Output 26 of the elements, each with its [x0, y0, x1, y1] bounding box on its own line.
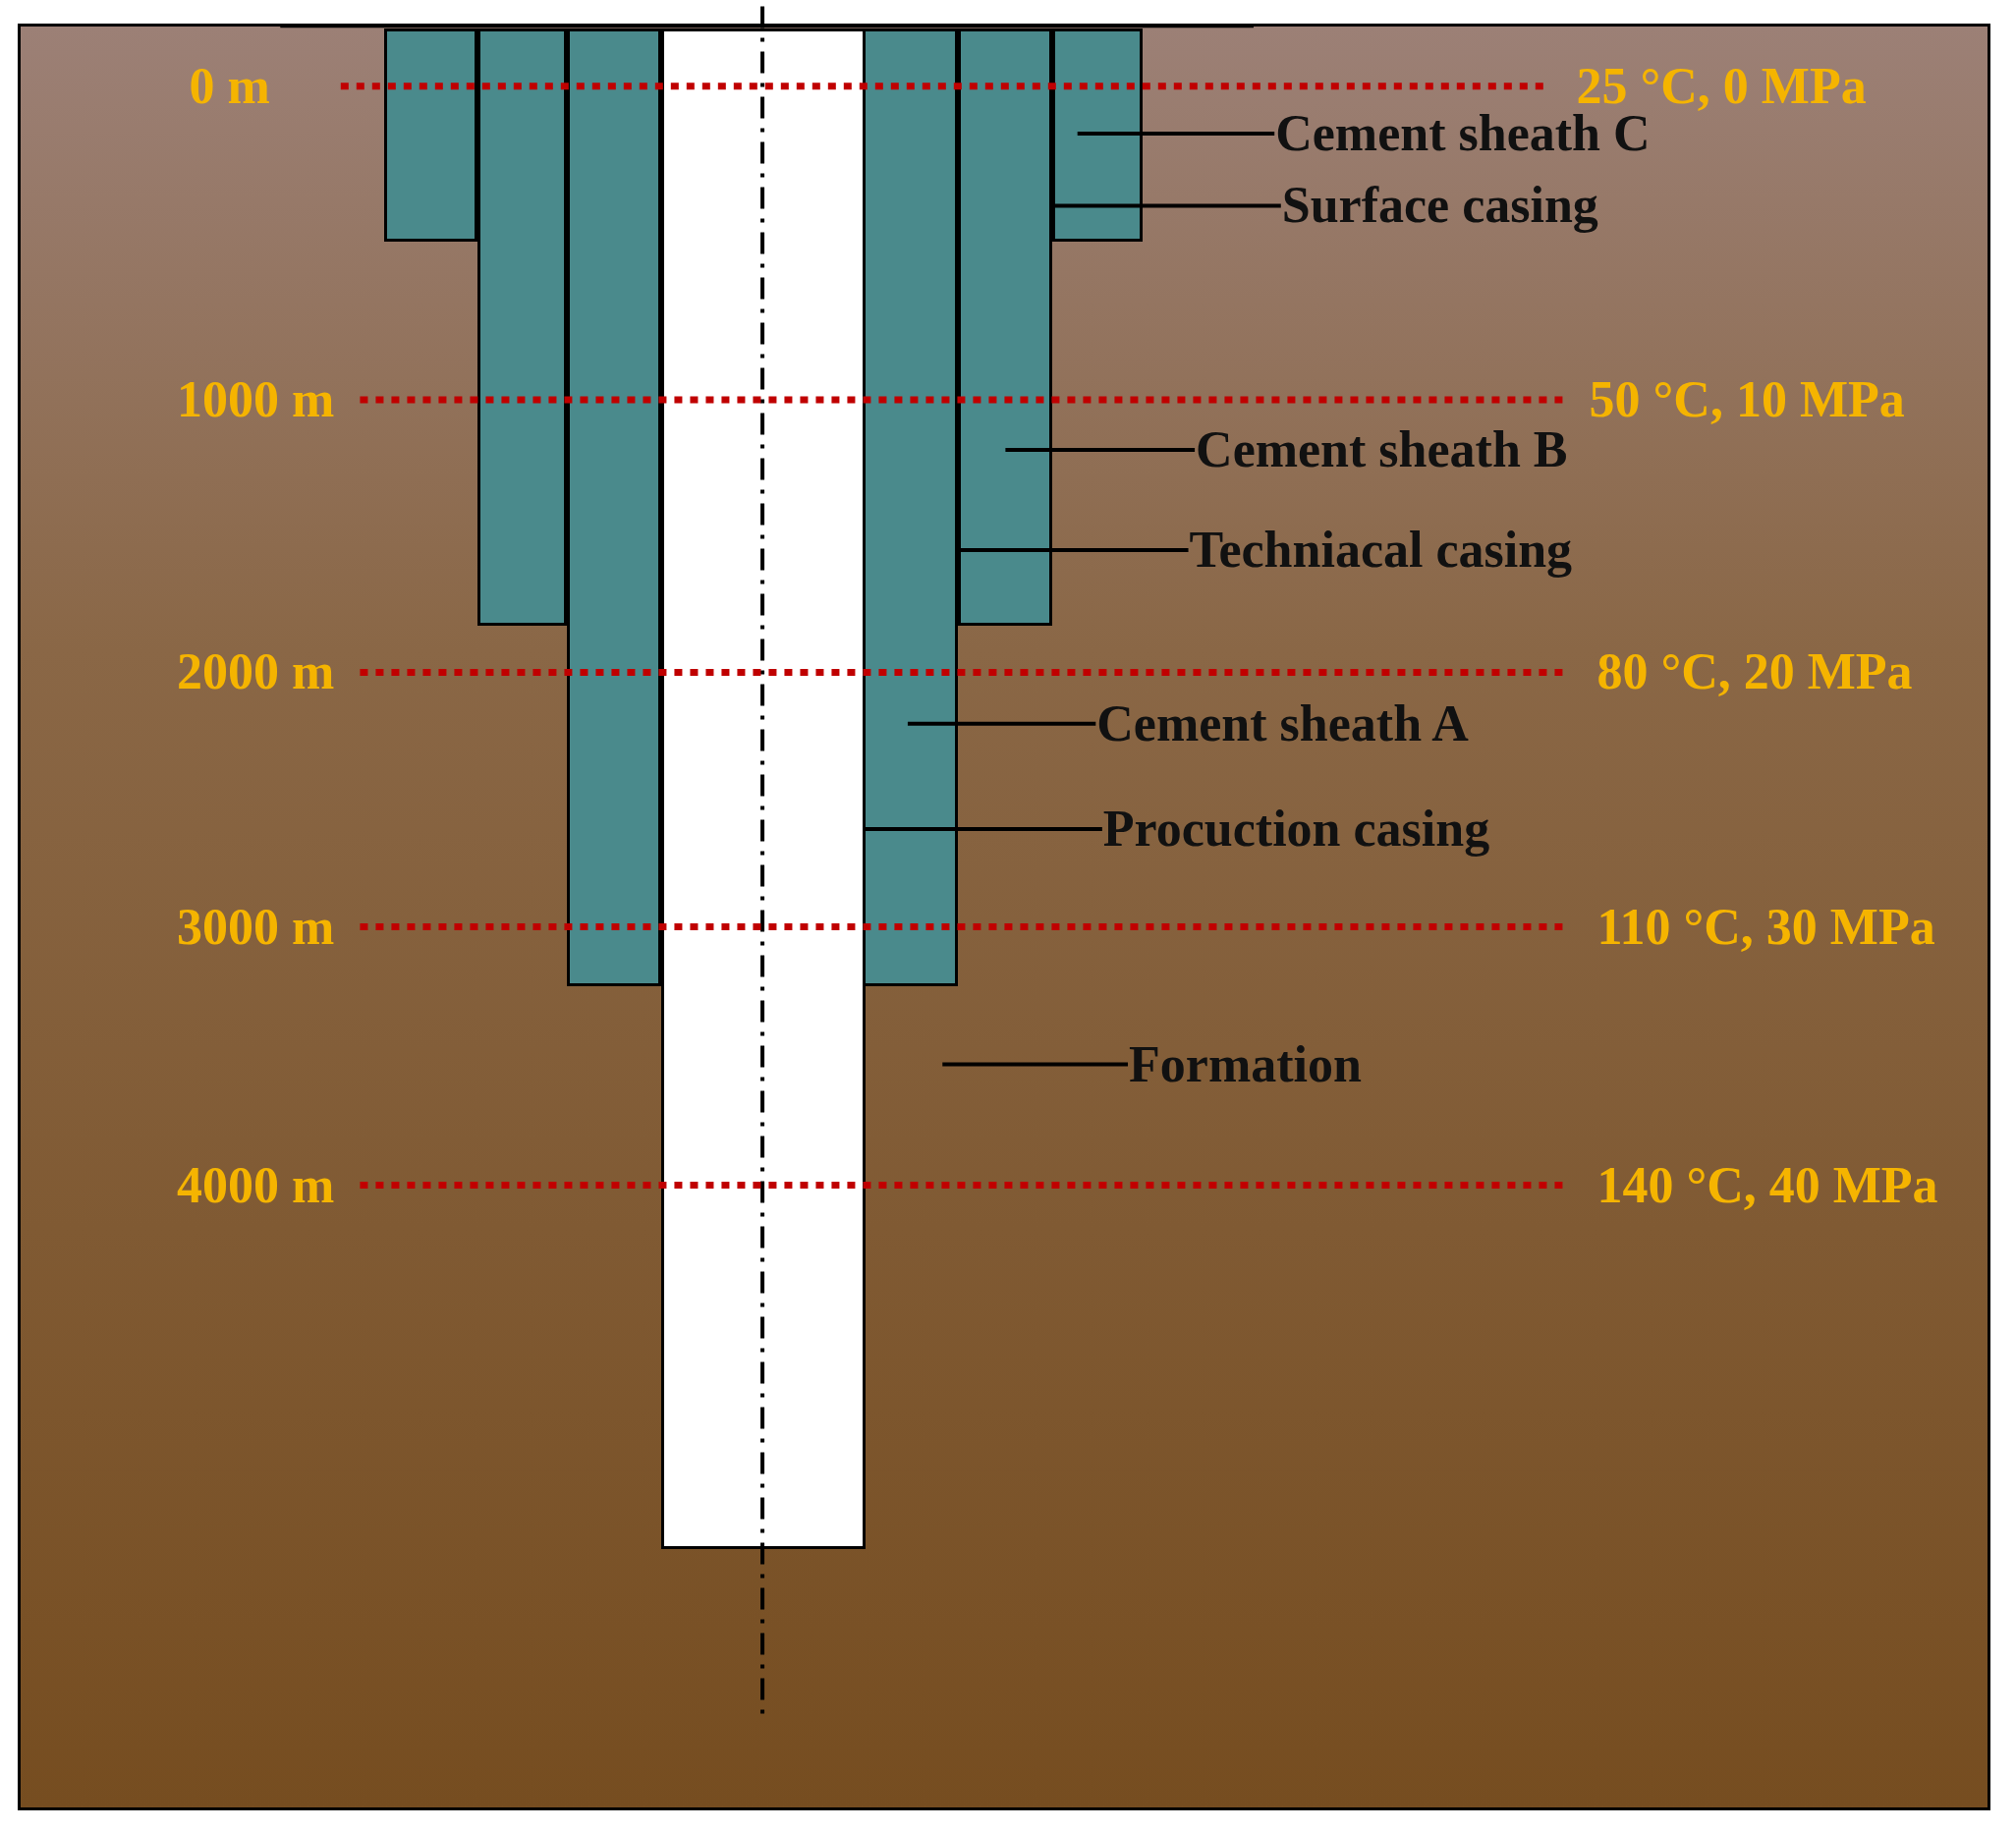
leader-line: [907, 721, 1096, 726]
part-label: Cement sheath A: [1096, 695, 1469, 752]
part-label: Formation: [1129, 1036, 1362, 1093]
part-label: Procuction casing: [1102, 801, 1490, 858]
cement-sheath: [476, 28, 568, 627]
leader-line: [865, 827, 1102, 832]
depth-label: 3000 m: [176, 898, 335, 956]
cement-sheath: [567, 28, 661, 986]
temperature-pressure-label: 80 °C, 20 MPa: [1596, 643, 1913, 701]
part-label: Cement sheath B: [1196, 421, 1568, 478]
leader-line: [1005, 448, 1196, 453]
cement-sheath: [863, 28, 958, 986]
depth-label: 2000 m: [176, 643, 335, 701]
leader-line: [942, 1062, 1129, 1067]
depth-label: 4000 m: [176, 1157, 335, 1214]
temperature-pressure-label: 140 °C, 40 MPa: [1596, 1157, 1938, 1214]
cement-sheath: [957, 28, 1052, 627]
temperature-pressure-label: 110 °C, 30 MPa: [1596, 898, 1935, 956]
temperature-pressure-label: 50 °C, 10 MPa: [1589, 371, 1905, 428]
cement-sheath: [384, 28, 477, 242]
leader-line: [1077, 132, 1275, 137]
depth-label: 1000 m: [176, 371, 335, 428]
cement-sheath: [1051, 28, 1144, 242]
part-label: Techniacal casing: [1189, 522, 1573, 579]
depth-label: 0 m: [189, 58, 270, 115]
part-label: Surface casing: [1281, 177, 1598, 234]
